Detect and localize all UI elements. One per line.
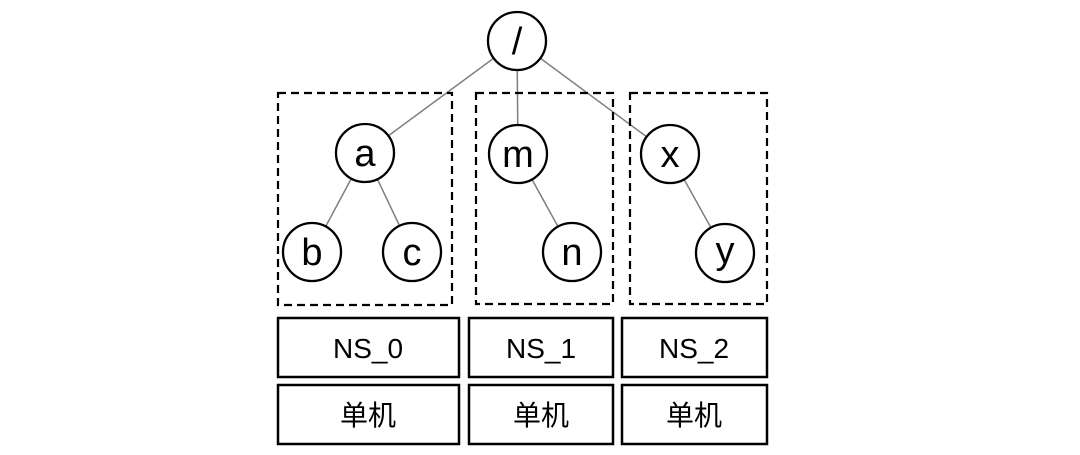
node-a-label: a xyxy=(354,133,376,175)
ns2-deployment-label: 单机 xyxy=(666,400,722,431)
edge-root-x xyxy=(516,40,671,155)
namespace-boundaries xyxy=(276,91,769,307)
node-b-circle xyxy=(281,221,343,283)
node-y-label: y xyxy=(716,230,735,272)
ns2-name-box xyxy=(620,316,769,379)
deployment-mode-row: 单机 单机 单机 xyxy=(276,383,769,446)
ns0-deployment-label: 单机 xyxy=(340,400,396,431)
ns1-name-box xyxy=(467,316,615,379)
ns1-deployment-box xyxy=(467,383,615,446)
node-x-label: x xyxy=(661,134,680,176)
node-c-label: c xyxy=(403,232,422,274)
namespace-name-row: NS_0 NS_1 NS_2 xyxy=(276,316,769,379)
ns1-dashed-boundary xyxy=(474,91,615,306)
ns2-name-label: NS_2 xyxy=(659,333,729,364)
ns0-dashed-boundary xyxy=(276,91,454,307)
ns1-name-label: NS_1 xyxy=(506,333,576,364)
node-c-circle xyxy=(381,221,443,283)
node-x-circle xyxy=(639,123,701,185)
edge-root-a xyxy=(364,40,518,154)
node-m-label: m xyxy=(502,134,534,176)
ns0-deployment-box xyxy=(276,383,461,446)
ns2-deployment-box xyxy=(620,383,769,446)
ns1-deployment-label: 单机 xyxy=(513,400,569,431)
node-root-label: / xyxy=(512,21,523,63)
node-y-circle xyxy=(694,222,756,284)
node-n-label: n xyxy=(561,232,582,274)
ns2-dashed-boundary xyxy=(628,91,769,306)
ns0-name-box xyxy=(276,316,461,379)
node-root-circle xyxy=(486,10,548,72)
tree-nodes: / a b c m n x y xyxy=(281,10,756,284)
node-n-circle xyxy=(541,221,603,283)
ns0-name-label: NS_0 xyxy=(333,333,403,364)
node-m-circle xyxy=(487,123,549,185)
node-b-label: b xyxy=(301,232,322,274)
node-a-circle xyxy=(334,122,396,184)
